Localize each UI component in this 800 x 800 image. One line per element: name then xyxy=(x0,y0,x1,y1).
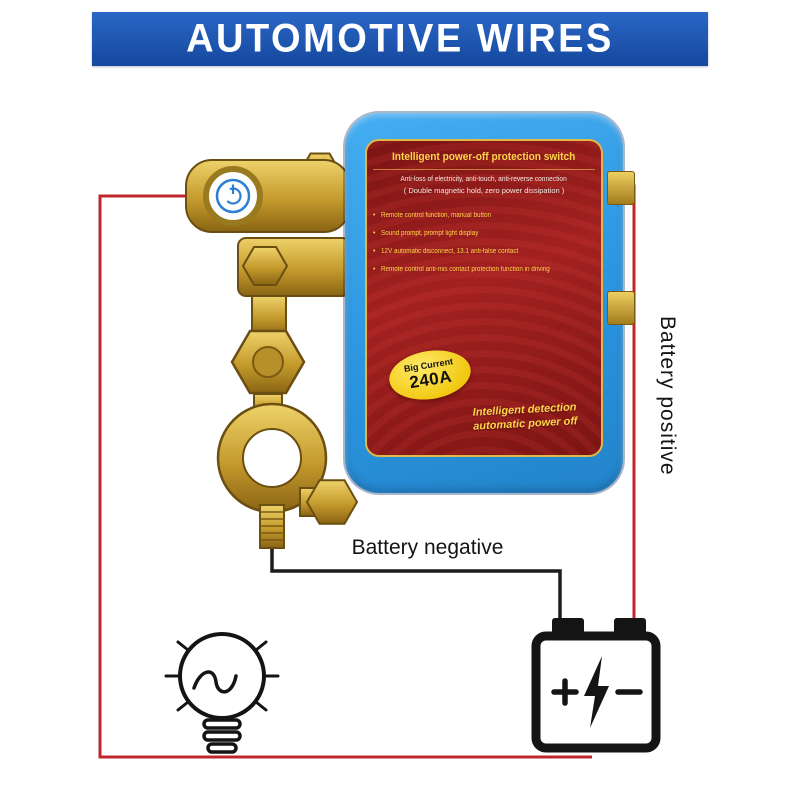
protection-switch-device: Intelligent power-off protection switch … xyxy=(345,113,635,493)
negative-wire xyxy=(270,538,562,622)
banner: AUTOMOTIVE WIRES xyxy=(92,12,708,66)
hex-bolt-middle xyxy=(241,246,289,286)
ring-clamp-hole xyxy=(242,428,302,488)
badge-value: 240A xyxy=(408,366,454,393)
feature-item: 12V automatic disconnect, 13.1 anti-fals… xyxy=(373,248,595,255)
bulb-filament xyxy=(192,670,238,694)
current-rating-badge: Big Current 240A xyxy=(385,344,475,406)
device-terminal-nub-bottom xyxy=(607,291,635,325)
bulb-icon xyxy=(164,632,280,754)
bulb-glass xyxy=(178,632,266,720)
positive-wire-left xyxy=(98,194,592,759)
hex-nut-side xyxy=(305,479,359,525)
lightning-bolt-icon xyxy=(584,656,609,728)
device-label-panel: Intelligent power-off protection switch … xyxy=(365,139,603,457)
battery-terminal-clamps xyxy=(185,152,359,549)
power-indicator-icon xyxy=(215,178,251,214)
rod-threads xyxy=(260,511,284,541)
feature-item: Remote control function, manual button xyxy=(373,212,595,219)
bulb-base xyxy=(202,718,242,754)
device-title: Intelligent power-off protection switch xyxy=(373,151,595,170)
battery-icon xyxy=(531,618,661,753)
battery-negative-label: Battery negative xyxy=(351,536,504,559)
battery-positive-label: Battery positive xyxy=(656,316,679,476)
device-note: Intelligent detection automatic power of… xyxy=(472,401,578,434)
feature-item: Sound prompt, prompt light display xyxy=(373,230,595,237)
hex-nut-center xyxy=(252,346,284,378)
feature-item: Remote control anti-mis contact protecti… xyxy=(373,266,595,273)
stud-upper xyxy=(251,295,287,337)
device-subtitle-2: ( Double magnetic hold, zero power dissi… xyxy=(403,186,565,196)
device-subtitle-1: Anti-loss of electricity, anti-touch, an… xyxy=(400,174,568,183)
bulb-rays xyxy=(164,640,280,712)
feature-list: Remote control function, manual button S… xyxy=(367,212,601,273)
device-terminal-nub-top xyxy=(607,171,635,205)
banner-title: AUTOMOTIVE WIRES xyxy=(186,16,614,61)
battery-plus-icon xyxy=(551,678,579,706)
